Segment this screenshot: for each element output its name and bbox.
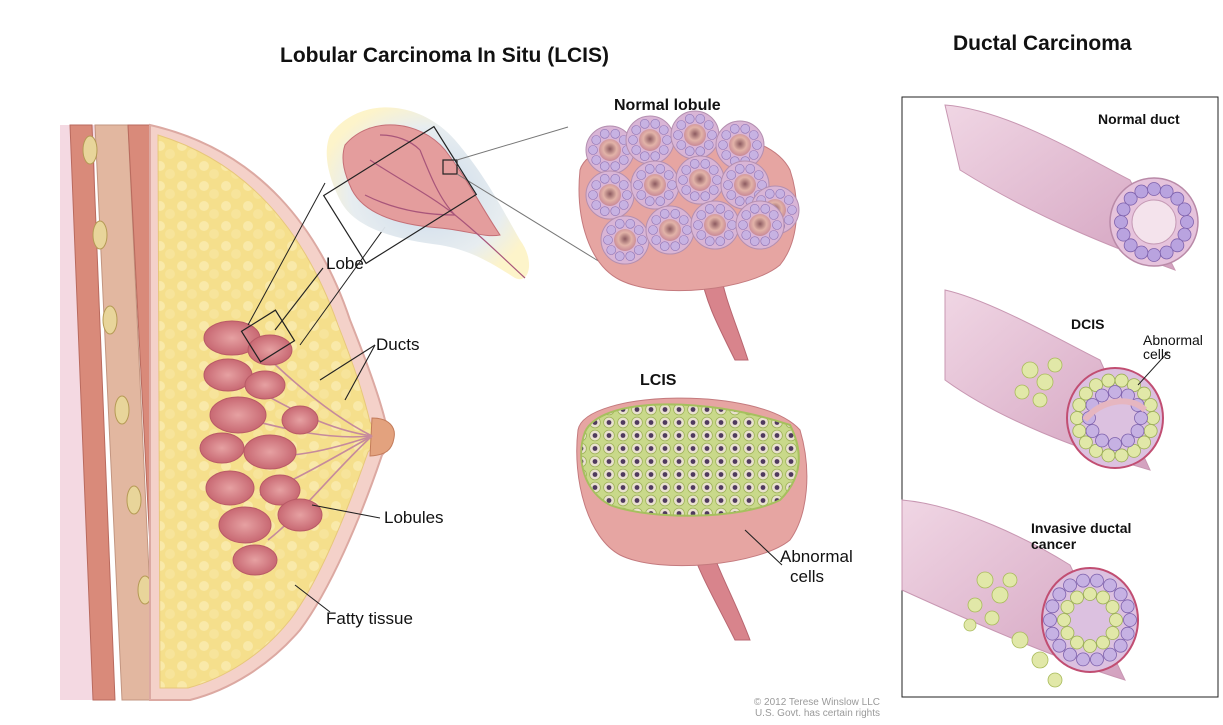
- duct-cell: [1181, 216, 1194, 229]
- duct-cell: [1109, 438, 1122, 451]
- duct-cell: [1144, 399, 1157, 412]
- duct-cell: [1117, 228, 1130, 241]
- duct-cell: [1071, 591, 1084, 604]
- duct-cell: [1096, 389, 1109, 402]
- acinus: [671, 111, 719, 159]
- duct-cell: [1135, 412, 1148, 425]
- duct-cell: [1079, 436, 1092, 449]
- fatty-tissue: [158, 135, 375, 688]
- duct-cell: [1114, 639, 1127, 652]
- lcis-title: Lobular Carcinoma In Situ (LCIS): [280, 44, 609, 68]
- duct-cell: [1144, 424, 1157, 437]
- duct-cell: [1053, 588, 1066, 601]
- duct-cell: [1097, 636, 1110, 649]
- nipple: [370, 418, 394, 456]
- duct-cell: [1071, 412, 1084, 425]
- duct-cell: [1084, 588, 1097, 601]
- acinus: [586, 171, 634, 219]
- duct-cell: [1077, 653, 1090, 666]
- duct-cell: [1148, 183, 1161, 196]
- duct-cell: [1106, 627, 1119, 640]
- lobules-label: Lobules: [384, 508, 444, 528]
- fatty-tissue-label: Fatty tissue: [326, 609, 413, 629]
- dcis-abnormal-cells-line2: cells: [1143, 347, 1171, 362]
- duct-cell: [1084, 640, 1097, 653]
- lcis-abnormal-cells-label-line1: Abnormal: [780, 547, 853, 567]
- duct-cell: [1102, 374, 1115, 387]
- acinus: [646, 206, 694, 254]
- ductal-carcinoma-title: Ductal Carcinoma: [953, 32, 1132, 56]
- ducts-label: Ducts: [376, 335, 419, 355]
- duct-cell: [1061, 627, 1074, 640]
- duct-cell: [1053, 639, 1066, 652]
- duct-cell: [1104, 648, 1117, 661]
- duct-cell: [1096, 434, 1109, 447]
- duct-cell: [1160, 246, 1173, 259]
- duct-cell: [1086, 425, 1099, 438]
- acinus: [631, 161, 679, 209]
- duct-cell: [1109, 386, 1122, 399]
- normal-lobule-label: Normal lobule: [614, 97, 721, 115]
- copyright-line1: © 2012 Terese Winslow LLC: [700, 697, 880, 708]
- duct-cell: [1124, 614, 1137, 627]
- copyright-line2: U.S. Govt. has certain rights: [700, 708, 880, 719]
- duct-cell: [1106, 601, 1119, 614]
- lcis-label: LCIS: [640, 372, 676, 390]
- duct-cell: [1122, 434, 1135, 447]
- duct-cell: [1046, 600, 1059, 613]
- acinus: [691, 201, 739, 249]
- normal-duct-label: Normal duct: [1098, 111, 1180, 127]
- duct-cell: [1114, 588, 1127, 601]
- invasive-label-line1: Invasive ductal: [1031, 520, 1131, 536]
- duct-cell: [1046, 627, 1059, 640]
- duct-cell: [1061, 601, 1074, 614]
- duct-cell: [1115, 374, 1128, 387]
- duct-cell: [1090, 574, 1103, 587]
- lobe-label: Lobe: [326, 254, 364, 274]
- lcis-abnormal-cells: [581, 404, 799, 515]
- duct-cell: [1102, 449, 1115, 462]
- acinus: [626, 116, 674, 164]
- duct-cell: [1115, 449, 1128, 462]
- duct-cell: [1044, 614, 1057, 627]
- duct-cell: [1058, 614, 1071, 627]
- duct-cell: [1090, 653, 1103, 666]
- duct-cell: [1148, 249, 1161, 262]
- duct-cell: [1147, 412, 1160, 425]
- duct-cell: [1115, 216, 1128, 229]
- normal-lobule-illustration: [579, 111, 799, 360]
- magnified-lobe: [324, 107, 600, 279]
- duct-cell: [1071, 636, 1084, 649]
- duct-cell: [1073, 424, 1086, 437]
- ductal-carcinoma-panel-graphics: [902, 97, 1218, 697]
- duct-cell: [1077, 574, 1090, 587]
- duct-cell: [1073, 399, 1086, 412]
- acinus: [601, 216, 649, 264]
- duct-cell: [1097, 591, 1110, 604]
- duct-cell: [1178, 203, 1191, 216]
- duct-cell: [1131, 425, 1144, 438]
- duct-cell: [1121, 627, 1134, 640]
- zoom-line-c: [457, 127, 568, 160]
- duct-cell: [1121, 600, 1134, 613]
- duct-cell: [1064, 579, 1077, 592]
- acinus: [736, 201, 784, 249]
- duct-cell: [1064, 648, 1077, 661]
- duct-cell: [1138, 387, 1151, 400]
- duct-cell: [1104, 579, 1117, 592]
- lcis-illustration: [577, 398, 807, 640]
- invasive-label-line2: cancer: [1031, 536, 1076, 552]
- dcis-label: DCIS: [1071, 316, 1104, 332]
- lcis-abnormal-cells-label-line2: cells: [790, 567, 824, 587]
- duct-cell: [1135, 185, 1148, 198]
- duct-cell: [1110, 614, 1123, 627]
- acinus: [676, 156, 724, 204]
